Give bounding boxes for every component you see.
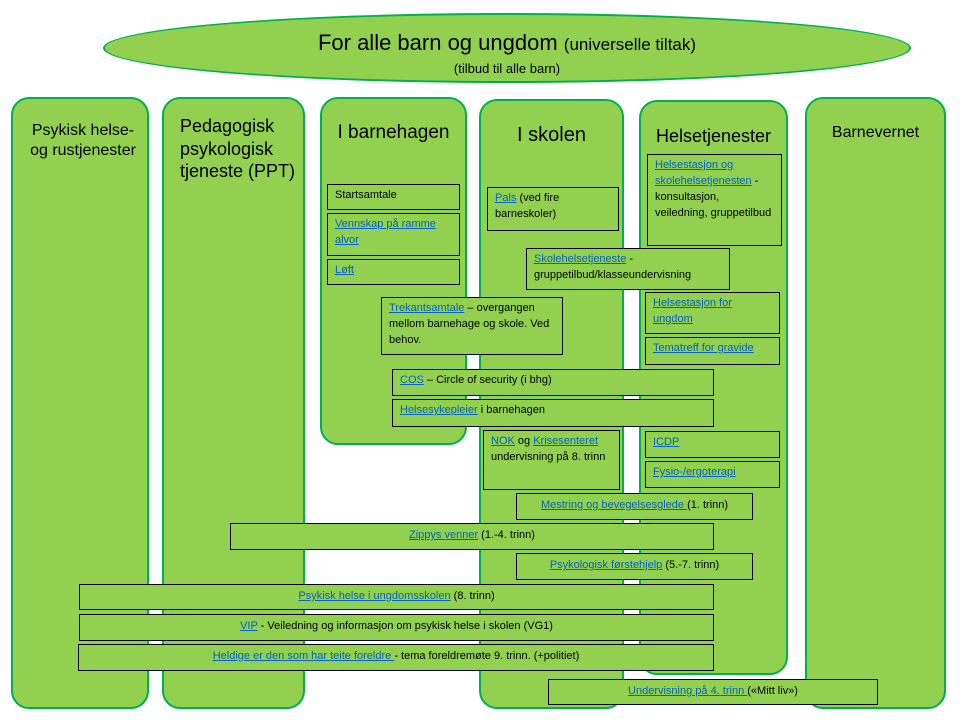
box-zippys: Zippys venner (1.-4. trinn) [230, 523, 714, 550]
box-startsamtale: Startsamtale [327, 184, 460, 210]
box-text: - Veiledning og informasjon om psykisk h… [257, 620, 553, 632]
column-title: I barnehagen [337, 122, 450, 143]
box-undervisning: Undervisning på 4. trinn («Mitt liv») [548, 679, 878, 705]
fysio-link[interactable]: Fysio-/ergoterapi [653, 466, 736, 478]
box-text: (5.-7. trinn) [662, 559, 720, 571]
box-heldige: Heldige er den som har teite foreldre - … [78, 644, 714, 671]
box-skolehelsetjeneste: Skolehelsetjeneste - gruppetilbud/klasse… [526, 248, 730, 290]
box-helsesykepleier: Helsesykepleier i barnehagen [392, 399, 714, 427]
cos-link[interactable]: COS [400, 374, 424, 386]
universal-subtitle: (tilbud til alle barn) [453, 61, 561, 76]
box-text: – Circle of security (i bhg) [423, 374, 552, 386]
box-text: (1.-4. trinn) [478, 529, 535, 541]
box-text: - konsultasjon, veiledning, gruppetilbud [655, 175, 772, 219]
loft-link[interactable]: Løft [335, 264, 354, 276]
column-title: Psykisk helse- og rustjenester [30, 122, 136, 159]
column-title: Barnevernet [831, 124, 920, 141]
universal-title-sub: (universelle tiltak) [563, 35, 697, 54]
tematreff-link[interactable]: Tematreff for gravide [653, 342, 754, 354]
box-helsestasjon-skole: Helsestasjon og skolehelsetjenesten - ko… [647, 154, 782, 246]
box-text: undervisning på 8. trinn [491, 451, 606, 463]
skolehelsetjeneste-link[interactable]: Skolehelsetjeneste [534, 253, 627, 265]
vip-link[interactable]: VIP [240, 620, 258, 632]
box-cos: COS – Circle of security (i bhg) [392, 369, 714, 396]
psykologisk-link[interactable]: Psykologisk førstehjelp [549, 559, 663, 571]
universal-title: For alle barn og ungdom (universelle til… [105, 30, 909, 58]
box-helsestasjon-ungdom: Helsestasjon for ungdom [645, 292, 780, 334]
pals-link[interactable]: Pals [495, 192, 517, 204]
box-loft: Løft [327, 259, 460, 285]
box-nok: NOK og Krisesenteret undervisning på 8. … [483, 430, 620, 490]
undervisning-link[interactable]: Undervisning på 4. trinn [628, 685, 748, 697]
box-text: (1. trinn) [687, 499, 729, 511]
box-text: - tema foreldremøte 9. trinn. (+politiet… [394, 650, 580, 662]
box-vip: VIP - Veiledning og informasjon om psyki… [79, 614, 714, 641]
box-pals: Pals (ved fire barneskoler) [487, 187, 619, 231]
box-text: («Mitt liv») [747, 685, 798, 697]
box-text: i barnehagen [477, 404, 545, 416]
box-psykisk-helse-ungdomsskolen: Psykisk helse i ungdomsskolen (8. trinn) [79, 584, 714, 610]
nok-link[interactable]: NOK [491, 435, 515, 447]
mestring-link[interactable]: Mestring og bevegelsesglede [540, 499, 688, 511]
zippys-link[interactable]: Zippys venner [409, 529, 479, 541]
helsestasjon-skole-link[interactable]: Helsestasjon og skolehelsetjenesten [655, 159, 752, 187]
box-fysio: Fysio-/ergoterapi [645, 461, 780, 488]
trekantsamtale-link[interactable]: Trekantsamtale [389, 302, 465, 314]
helsestasjon-ungdom-link[interactable]: Helsestasjon for ungdom [653, 297, 732, 325]
box-text: (ved fire barneskoler) [495, 192, 560, 220]
box-text: Startsamtale [335, 189, 397, 201]
box-text: - gruppetilbud/klasseundervisning [534, 253, 692, 281]
universal-title-main: For alle barn og ungdom [317, 30, 558, 55]
box-trekantsamtale: Trekantsamtale – overgangen mellom barne… [381, 297, 563, 355]
box-text: og [514, 435, 534, 447]
vennskap-link[interactable]: Vennskap på ramme alvor [335, 218, 436, 246]
column-title: I skolen [517, 124, 586, 146]
column-barnevernet: Barnevernet [805, 97, 946, 709]
box-text: (8. trinn) [450, 590, 495, 602]
krisesenteret-link[interactable]: Krisesenteret [533, 435, 599, 447]
icdp-link[interactable]: ICDP [653, 436, 680, 448]
box-psykologisk: Psykologisk førstehjelp (5.-7. trinn) [516, 553, 753, 580]
heldige-link[interactable]: Heldige er den som har teite foreldre [212, 650, 395, 662]
psykisk-helse-link[interactable]: Psykisk helse i ungdomsskolen [298, 590, 451, 602]
box-icdp: ICDP [645, 431, 780, 458]
universal-ellipse: For alle barn og ungdom (universelle til… [103, 13, 911, 83]
helsesykepleier-link[interactable]: Helsesykepleier [400, 404, 478, 416]
box-text: – overgangen mellom barnehage og skole. … [389, 302, 550, 346]
column-title: Helsetjenester [655, 126, 772, 146]
column-title: Pedagogisk psykologisk tjeneste (PPT) [180, 116, 296, 181]
box-mestring: Mestring og bevegelsesglede (1. trinn) [516, 493, 753, 520]
box-vennskap: Vennskap på ramme alvor [327, 213, 460, 256]
box-tematreff: Tematreff for gravide [645, 337, 780, 365]
